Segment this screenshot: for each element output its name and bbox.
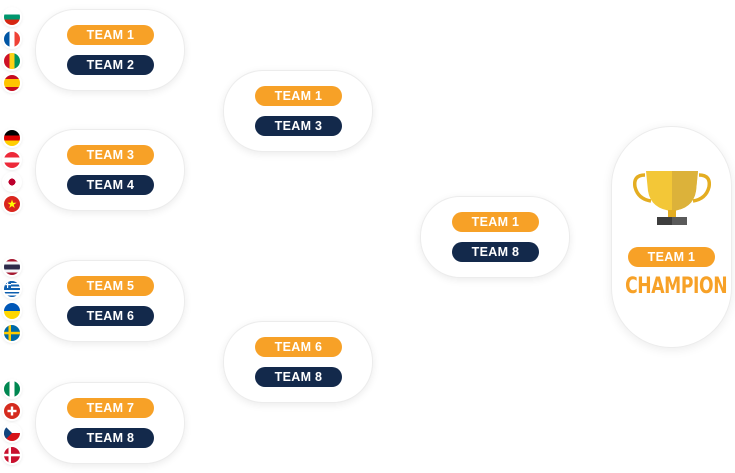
ukraine-flag-icon (4, 303, 20, 319)
japan-flag-icon (4, 174, 20, 190)
round2-match-2: TEAM 6 TEAM 8 (223, 321, 373, 403)
team-pill[interactable]: TEAM 1 (452, 212, 539, 232)
round1-match-2: TEAM 3 TEAM 4 (35, 129, 185, 211)
team-pill[interactable]: TEAM 7 (67, 398, 154, 418)
nigeria-flag-icon (4, 381, 20, 397)
france-flag-icon (4, 31, 20, 47)
bulgaria-flag-icon (4, 9, 20, 25)
team-pill[interactable]: TEAM 1 (255, 86, 342, 106)
denmark-flag-icon (4, 447, 20, 463)
czech-flag-icon (4, 425, 20, 441)
team-pill[interactable]: TEAM 3 (67, 145, 154, 165)
round1-match-1: TEAM 1 TEAM 2 (35, 9, 185, 91)
guinea-flag-icon (4, 53, 20, 69)
switzerland-flag-icon (4, 403, 20, 419)
austria-flag-icon (4, 152, 20, 168)
team-pill[interactable]: TEAM 5 (67, 276, 154, 296)
team-pill[interactable]: TEAM 8 (452, 242, 539, 262)
germany-flag-icon (4, 130, 20, 146)
team-pill[interactable]: TEAM 4 (67, 175, 154, 195)
team-pill[interactable]: TEAM 1 (67, 25, 154, 45)
champion-team-pill[interactable]: TEAM 1 (628, 247, 715, 267)
team-pill[interactable]: TEAM 6 (255, 337, 342, 357)
thailand-flag-icon (4, 259, 20, 275)
vietnam-flag-icon (4, 196, 20, 212)
team-pill[interactable]: TEAM 8 (67, 428, 154, 448)
team-pill[interactable]: TEAM 3 (255, 116, 342, 136)
greece-flag-icon (4, 281, 20, 297)
champion-card: TEAM 1 CHAMPION (611, 126, 732, 348)
team-pill[interactable]: TEAM 6 (67, 306, 154, 326)
team-pill[interactable]: TEAM 2 (67, 55, 154, 75)
sweden-flag-icon (4, 325, 20, 341)
round1-match-3: TEAM 5 TEAM 6 (35, 260, 185, 342)
champion-label: CHAMPION (625, 274, 728, 299)
spain-flag-icon (4, 75, 20, 91)
final-match: TEAM 1 TEAM 8 (420, 196, 570, 278)
team-pill[interactable]: TEAM 8 (255, 367, 342, 387)
round2-match-1: TEAM 1 TEAM 3 (223, 70, 373, 152)
round1-match-4: TEAM 7 TEAM 8 (35, 382, 185, 464)
trophy-icon (633, 171, 711, 225)
